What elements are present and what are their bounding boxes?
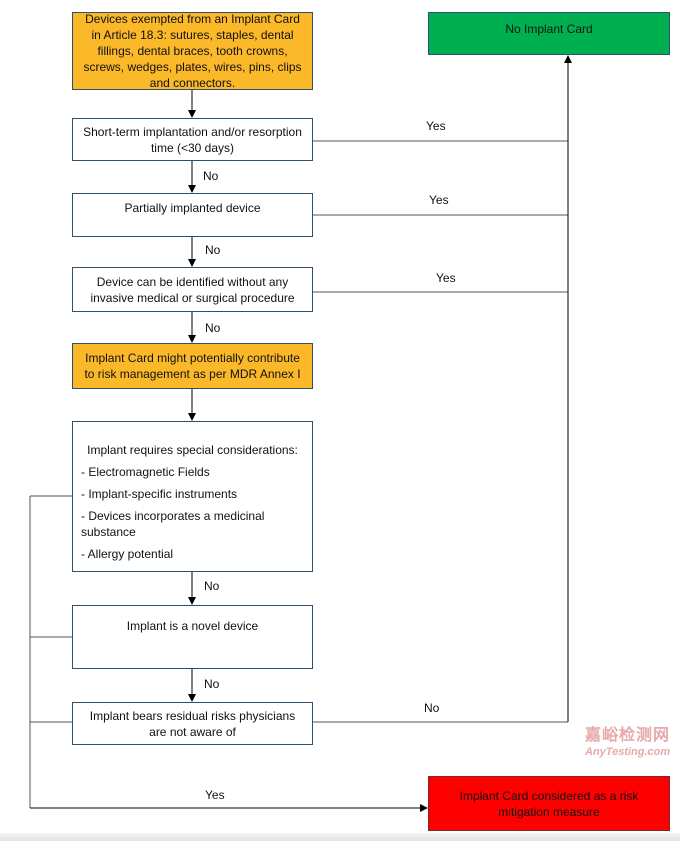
watermark-cn: 嘉峪检测网	[585, 727, 671, 744]
special-heading: Implant requires special considerations:	[87, 443, 298, 457]
yes-label: Yes	[205, 788, 225, 802]
special-item: - Allergy potential	[81, 547, 174, 561]
novel-device-box: Implant is a novel device	[72, 605, 313, 669]
residual-risks-box: Implant bears residual risks physicians …	[72, 702, 313, 745]
no-label: No	[424, 701, 440, 715]
yes-label: Yes	[426, 119, 446, 133]
identified-box: Device can be identified without any inv…	[72, 267, 313, 312]
short-term-box: Short-term implantation and/or resorptio…	[72, 118, 313, 161]
watermark-logo: 嘉峪检测网 AnyTesting.com	[585, 728, 670, 758]
implant-card-considered-box: Implant Card considered as a risk mitiga…	[428, 776, 670, 831]
no-label: No	[205, 321, 221, 335]
no-label: No	[205, 243, 221, 257]
special-item: - Devices incorporates a medicinal subst…	[81, 509, 265, 539]
no-label: No	[203, 169, 219, 183]
yes-label: Yes	[436, 271, 456, 285]
bottom-edge	[0, 833, 680, 841]
special-considerations-box: Implant requires special considerations:…	[72, 421, 313, 572]
exempted-devices-box: Devices exempted from an Implant Card in…	[72, 12, 313, 90]
no-label: No	[204, 579, 220, 593]
special-item: - Implant-specific instruments	[81, 487, 238, 501]
no-implant-card-box: No Implant Card	[428, 12, 670, 55]
risk-management-box: Implant Card might potentially contribut…	[72, 343, 313, 389]
partially-implanted-box: Partially implanted device	[72, 193, 313, 237]
special-item: - Electromagnetic Fields	[81, 465, 210, 479]
watermark-en: AnyTesting.com	[585, 746, 671, 758]
no-label: No	[204, 677, 220, 691]
yes-label: Yes	[429, 193, 449, 207]
